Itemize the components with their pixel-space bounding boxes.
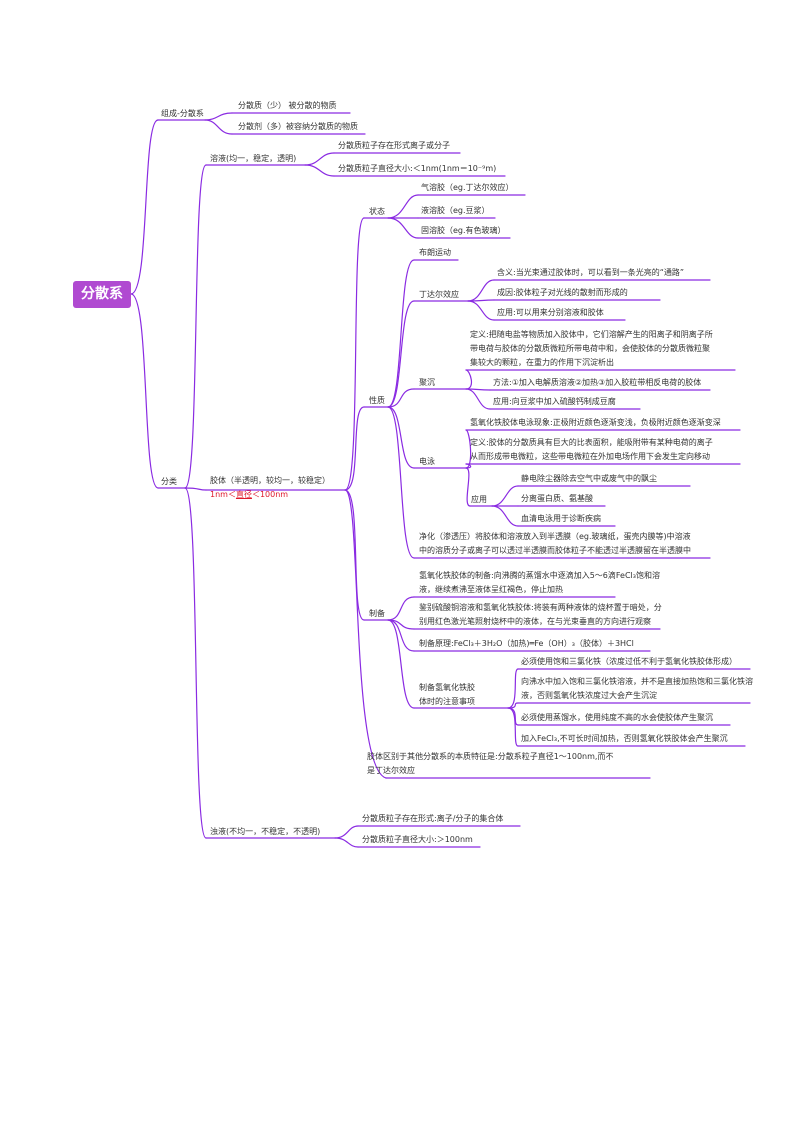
node-benzhi-2: 是丁达尔效应 [367, 766, 415, 775]
node-benzhi-1[interactable]: 胶体区别于其他分散系的本质特征是:分散系粒子直径1～100nm,而不 [367, 752, 614, 761]
node-dianyong-def-1[interactable]: 定义:胶体的分散质具有巨大的比表面积，能吸附带有某种电荷的离子 [470, 438, 713, 447]
node-zhuyi-3[interactable]: 必须使用蒸馏水，使用纯度不高的水会使胶体产生聚沉 [521, 713, 713, 722]
node-dingda[interactable]: 丁达尔效应 [419, 290, 459, 299]
node-zhuoye-form[interactable]: 分散质粒子存在形式:离子/分子的集合体 [362, 814, 504, 823]
node-jushen-method[interactable]: 方法:①加入电解质溶液②加热③加入胶粒带相反电荷的胶体 [493, 378, 702, 387]
node-jushen[interactable]: 聚沉 [419, 378, 435, 387]
node-fenlei[interactable]: 分类 [161, 477, 177, 486]
node-jiaoti[interactable]: 胶体（半透明，较均一，较稳定） [210, 476, 330, 485]
node-app-dust[interactable]: 静电除尘器除去空气中或废气中的飘尘 [521, 474, 657, 483]
edge-root-zucheng [130, 119, 159, 295]
node-yerongjiao[interactable]: 液溶胶（eg.豆浆） [421, 206, 490, 215]
node-dianyong-def-2: 从而形成带电微粒，这些带电微粒在外加电场作用下会发生定向移动 [470, 452, 710, 461]
size-word: 直径 [235, 490, 252, 499]
node-zhibei-identify-2: 别用红色激光笔照射烧杯中的液体，在与光束垂直的方向进行观察 [419, 617, 651, 626]
node-zhuangtai[interactable]: 状态 [369, 207, 385, 216]
node-xingzhi[interactable]: 性质 [369, 396, 385, 405]
node-qirongjiao[interactable]: 气溶胶（eg.丁达尔效应） [421, 183, 514, 192]
node-jinghua-2: 中的溶质分子或离子可以透过半透膜而胶体粒子不能透过半透膜留在半透膜中 [419, 546, 691, 555]
node-rongye[interactable]: 溶液(均一，稳定，透明) [210, 154, 297, 163]
node-zucheng[interactable]: 组成-分散系 [161, 109, 204, 118]
size-prefix: 1nm＜ [210, 490, 236, 499]
node-fensanji[interactable]: 分散剂（多）被容纳分散质的物质 [238, 122, 358, 131]
node-dingda-cause[interactable]: 成因:胶体粒子对光线的散射而形成的 [497, 288, 628, 297]
node-zhibei-principle[interactable]: 制备原理:FeCl₃＋3H₂O（加热)═Fe（OH）₃（胶体）＋3HCl [419, 639, 634, 648]
node-bulang[interactable]: 布朗运动 [419, 248, 451, 257]
size-suffix: ＜100nm [251, 490, 289, 499]
node-dianyong-app[interactable]: 应用 [471, 495, 487, 504]
node-dianyong-phen[interactable]: 氢氧化铁胶体电泳现象:正极附近颜色逐渐变浅，负极附近颜色逐渐变深 [470, 418, 721, 427]
node-rongye-form[interactable]: 分散质粒子存在形式离子或分子 [338, 141, 450, 150]
node-zhibei-prep-2: 液，继续煮沸至液体呈红褐色，停止加热 [419, 585, 563, 594]
node-jushen-def-3: 集较大的颗粒，在重力的作用下沉淀析出 [470, 358, 614, 367]
node-zhuyi-label-2: 体时的注意事项 [419, 697, 475, 706]
node-gurongjiao[interactable]: 固溶胶（eg.有色玻璃） [421, 226, 506, 235]
node-jushen-def-1[interactable]: 定义:把随电盐等物质加入胶体中，它们溶解产生的阳离子和阴离子所 [470, 330, 713, 339]
node-zhuyi-2b: 液，否则氢氧化铁浓度过大会产生沉淀 [521, 691, 657, 700]
node-zhuoye-size[interactable]: 分散质粒子直径大小:＞100nm [362, 835, 473, 844]
node-jushen-app[interactable]: 应用:向豆浆中加入硫酸钙制成豆腐 [493, 397, 616, 406]
node-zhibei[interactable]: 制备 [369, 609, 385, 618]
node-app-serum[interactable]: 血清电泳用于诊断疾病 [521, 514, 601, 523]
node-app-protein[interactable]: 分离蛋白质、氨基酸 [521, 494, 593, 503]
edge-root-fenlei [130, 293, 159, 489]
root-node[interactable]: 分散系 [73, 281, 131, 308]
node-dingda-app[interactable]: 应用:可以用来分别溶液和胶体 [497, 308, 604, 317]
node-jinghua-1[interactable]: 净化（渗透压）将胶体和溶液放入到半透膜（eg.玻璃纸，蛋壳内膜等)中溶液 [419, 532, 691, 541]
node-fensanzhi[interactable]: 分散质（少） 被分散的物质 [238, 101, 337, 110]
node-zhuoye[interactable]: 浊液(不均一，不稳定，不透明) [210, 827, 321, 836]
node-jiaoti-size: 1nm＜直径＜100nm [210, 488, 288, 502]
node-rongye-size[interactable]: 分散质粒子直径大小:＜1nm(1nm＝10⁻⁹m) [338, 164, 497, 173]
node-zhibei-prep-1[interactable]: 氢氧化铁胶体的制备:向沸腾的蒸馏水中逐滴加入5～6滴FeCl₃饱和溶 [419, 571, 660, 580]
node-zhuyi-4[interactable]: 加入FeCl₃,不可长时间加热，否则氢氧化铁胶体会产生聚沉 [521, 734, 728, 743]
node-zhibei-identify-1[interactable]: 鉴别硫酸铜溶液和氢氧化铁胶体:将装有两种液体的烧杯置于暗处，分 [419, 603, 662, 612]
node-dingda-meaning[interactable]: 含义:当光束通过胶体时，可以看到一条光亮的“通路” [497, 268, 684, 277]
node-zhuyi-1[interactable]: 必须使用饱和三氯化铁（浓度过低不利于氢氧化铁胶体形成） [521, 657, 737, 666]
node-zhuyi-label-1[interactable]: 制备氢氧化铁胶 [419, 683, 475, 692]
node-dianyong[interactable]: 电泳 [419, 457, 435, 466]
node-zhuyi-2a[interactable]: 向沸水中加入饱和三氯化铁溶液，并不是直接加热饱和三氯化铁溶 [521, 677, 753, 686]
node-jushen-def-2: 带电荷与胶体的分散质微粒所带电荷中和，会使胶体的分散质微粒聚 [470, 344, 710, 353]
